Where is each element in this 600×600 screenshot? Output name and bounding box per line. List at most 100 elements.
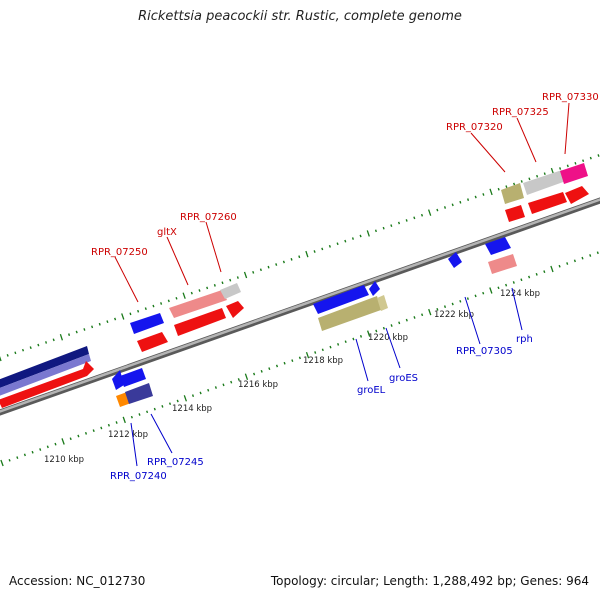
forward-scale-major-tick — [59, 333, 64, 341]
forward-scale-minor-tick — [397, 221, 401, 225]
gene-rpr07330-red — [565, 186, 589, 204]
reverse-scale-minor-tick — [260, 369, 263, 373]
reverse-scale-minor-tick — [39, 448, 42, 451]
scale-label-1212: 1212 kbp — [108, 430, 148, 440]
reverse-scale-minor-tick — [237, 378, 240, 381]
forward-scale-minor-tick — [390, 224, 393, 227]
gene-label-rpr07240: RPR_07240 — [110, 471, 167, 482]
reverse-scale-minor-tick — [92, 429, 95, 433]
forward-scale-minor-tick — [405, 219, 408, 222]
reverse-scale-minor-tick — [291, 359, 294, 362]
forward-scale-minor-tick — [351, 237, 354, 240]
reverse-scale-minor-tick — [54, 442, 57, 446]
reverse-scale-minor-tick — [558, 264, 561, 268]
gene-rpr07250-red — [137, 332, 168, 352]
reverse-scale-minor-tick — [275, 364, 279, 368]
scale-label-1220: 1220 kbp — [368, 333, 408, 343]
reverse-scale-minor-tick — [359, 334, 363, 338]
gene-label-groel: groEL — [357, 385, 386, 396]
forward-scale-major-tick — [243, 271, 248, 279]
gene-label-groes: groES — [389, 373, 418, 384]
forward-scale-minor-tick — [259, 268, 262, 272]
map-title: Rickettsia peacockii str. Rustic, comple… — [138, 9, 462, 24]
reverse-scale-minor-tick — [543, 270, 546, 274]
label-leaders — [114, 102, 570, 467]
gene-label-rpr07245: RPR_07245 — [147, 457, 204, 468]
reverse-scale-minor-tick — [168, 402, 172, 406]
reverse-scale-minor-tick — [566, 262, 569, 265]
forward-scale-minor-tick — [14, 351, 17, 355]
gene-label-rpr07325: RPR_07325 — [492, 107, 549, 118]
reverse-scale-minor-tick — [413, 316, 416, 319]
gene-groel-blue — [313, 285, 369, 314]
forward-scale-minor-tick — [98, 322, 101, 326]
forward-scale-minor-tick — [137, 309, 140, 313]
forward-scale-minor-tick — [167, 299, 170, 303]
forward-scale-minor-tick — [83, 328, 86, 331]
forward-scale-minor-tick — [528, 177, 531, 181]
forward-scale-minor-tick — [336, 242, 339, 246]
reverse-scale-major-tick — [550, 265, 554, 273]
gene-gltx-red — [174, 308, 226, 336]
reverse-scale-minor-tick — [405, 318, 408, 322]
forward-scale-minor-tick — [582, 159, 585, 163]
forward-scale-minor-tick — [559, 167, 562, 170]
reverse-scale-major-tick — [428, 308, 432, 316]
forward-scale-minor-tick — [467, 198, 470, 202]
reverse-scale-major-tick — [0, 459, 4, 467]
forward-scale-minor-tick — [6, 354, 9, 357]
reverse-scale-minor-tick — [443, 305, 447, 309]
reverse-scale-major-tick — [183, 395, 188, 402]
reverse-scale-minor-tick — [298, 356, 301, 360]
forward-scale-minor-tick — [114, 317, 117, 321]
gene-rpr07320-khaki — [501, 183, 524, 204]
forward-scale-minor-tick — [321, 247, 324, 251]
reverse-scale-minor-tick — [146, 410, 149, 414]
reverse-scale-minor-tick — [474, 294, 477, 298]
forward-scale-minor-tick — [160, 302, 163, 305]
reverse-scale-major-tick — [489, 287, 493, 294]
gene-label-rpr07260: RPR_07260 — [180, 212, 237, 223]
reverse-scale-minor-tick — [344, 340, 347, 344]
gene-rpr07260-grey — [220, 283, 241, 299]
forward-scale-minor-tick — [374, 229, 377, 233]
reverse-scale-minor-tick — [31, 450, 34, 454]
forward-scale-minor-tick — [290, 257, 293, 261]
forward-scale-minor-tick — [68, 333, 71, 337]
reverse-scale-minor-tick — [497, 286, 500, 290]
forward-scale-minor-tick — [298, 255, 301, 259]
reverse-scale-major-tick — [305, 351, 310, 359]
gene-rpr07245-blue-arrow — [112, 370, 124, 390]
forward-scale-minor-tick — [275, 263, 278, 266]
forward-scale-major-tick — [182, 292, 186, 299]
reverse-scale-minor-tick — [77, 434, 80, 438]
forward-scale-minor-tick — [221, 281, 224, 285]
forward-scale-minor-tick — [536, 174, 539, 178]
reverse-scale-minor-tick — [329, 345, 332, 349]
reverse-scale-major-tick — [366, 330, 371, 337]
forward-scale-minor-tick — [198, 289, 201, 292]
forward-scale-minor-tick — [505, 185, 508, 189]
reverse-scale-minor-tick — [505, 283, 508, 287]
reverse-scale-minor-tick — [436, 307, 439, 311]
forward-scale-minor-tick — [520, 180, 523, 183]
forward-scale-minor-tick — [566, 164, 569, 168]
forward-scale-major-tick — [121, 313, 125, 320]
forward-scale-major-tick — [489, 188, 493, 196]
reverse-scale-minor-tick — [390, 324, 393, 327]
reverse-scale-minor-tick — [382, 326, 385, 330]
forward-scale-minor-tick — [52, 338, 55, 342]
reverse-scale-minor-tick — [528, 275, 531, 279]
forward-scale-minor-tick — [597, 154, 600, 157]
forward-scale-minor-tick — [313, 250, 316, 253]
reverse-scale-minor-tick — [138, 413, 141, 416]
reverse-scale-minor-tick — [466, 297, 469, 300]
reverse-scale-minor-tick — [130, 415, 133, 419]
gene-rpr07240-purple — [125, 383, 153, 404]
gene-rpr07250-blue — [130, 313, 164, 334]
forward-scale-minor-tick — [252, 270, 255, 274]
forward-scale-minor-tick — [413, 216, 416, 220]
reverse-scale-minor-tick — [69, 437, 72, 441]
forward-scale-major-tick — [427, 209, 432, 216]
